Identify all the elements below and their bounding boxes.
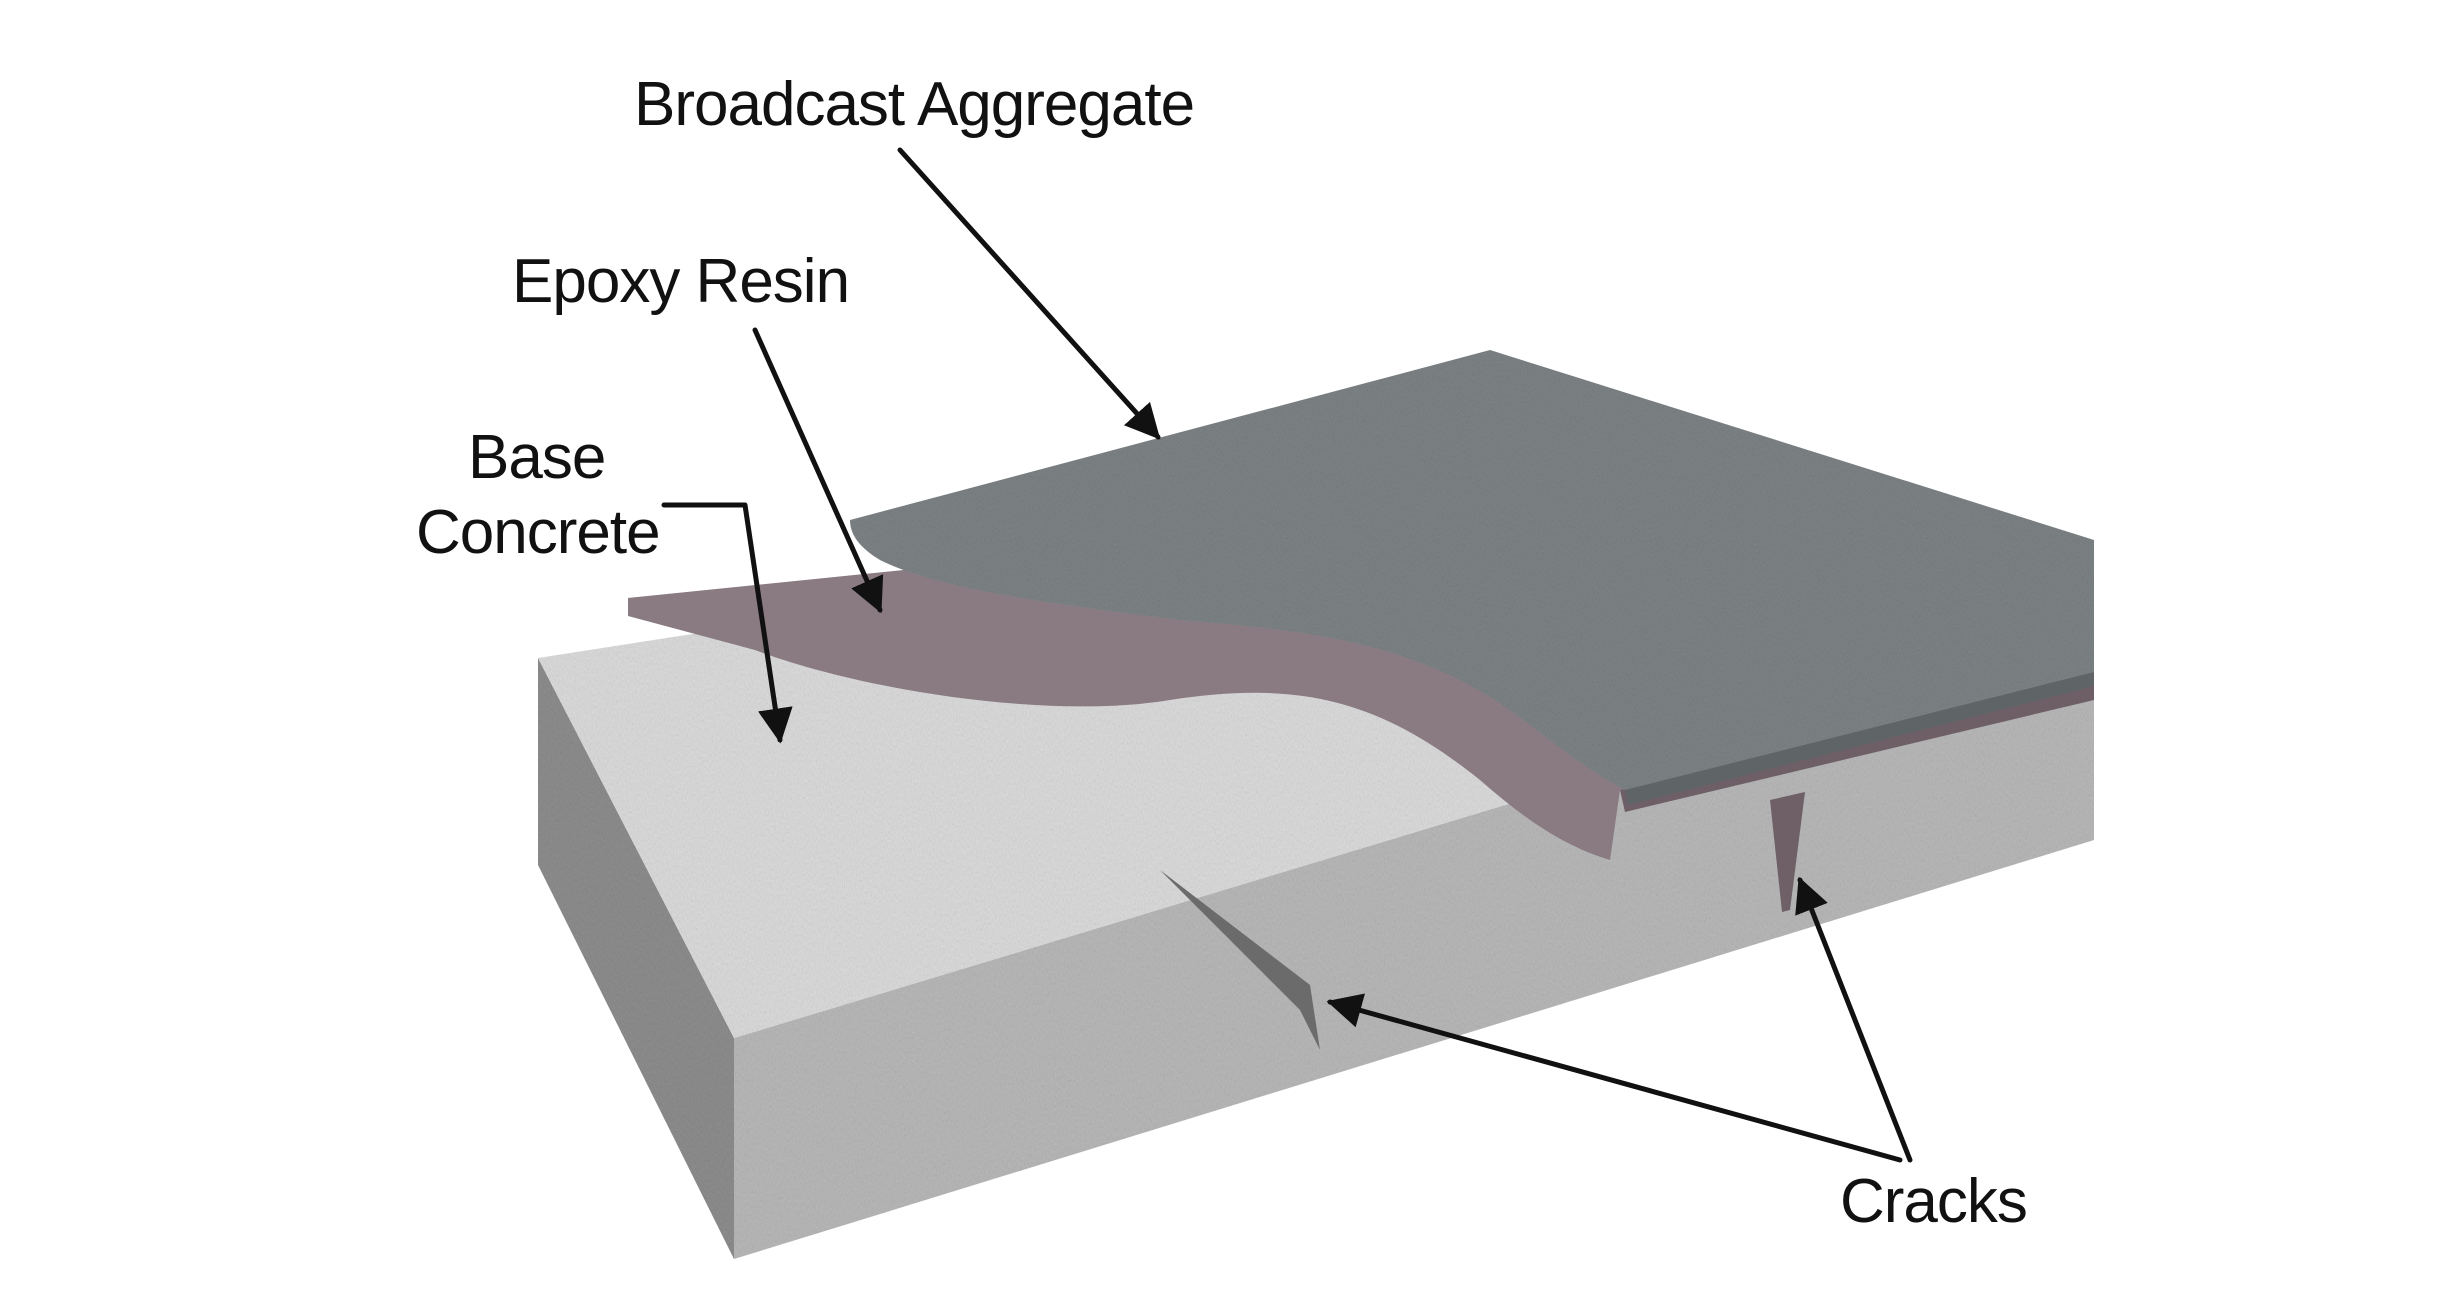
crack-right: [1770, 792, 1805, 912]
epoxy-resin-arrow: [752, 327, 884, 614]
broadcast-aggregate-layer: [850, 350, 2094, 790]
epoxy-resin-label: Epoxy Resin: [512, 247, 849, 316]
aggregate-front-edge: [1625, 672, 2094, 805]
cracks-arrow-right: [1795, 876, 1913, 1163]
base-concrete-arrow: [661, 502, 793, 744]
concrete-left-face: [538, 658, 734, 1259]
concrete-front-face: [734, 627, 2094, 1259]
base-concrete-label-line1: Base: [468, 423, 605, 492]
cracks-arrow-left: [1326, 993, 1903, 1163]
base-concrete-label-line2: Concrete: [416, 498, 660, 567]
broadcast-aggregate-arrow: [897, 147, 1161, 440]
broadcast-aggregate-label: Broadcast Aggregate: [634, 70, 1194, 139]
cracks-label: Cracks: [1840, 1167, 2027, 1236]
